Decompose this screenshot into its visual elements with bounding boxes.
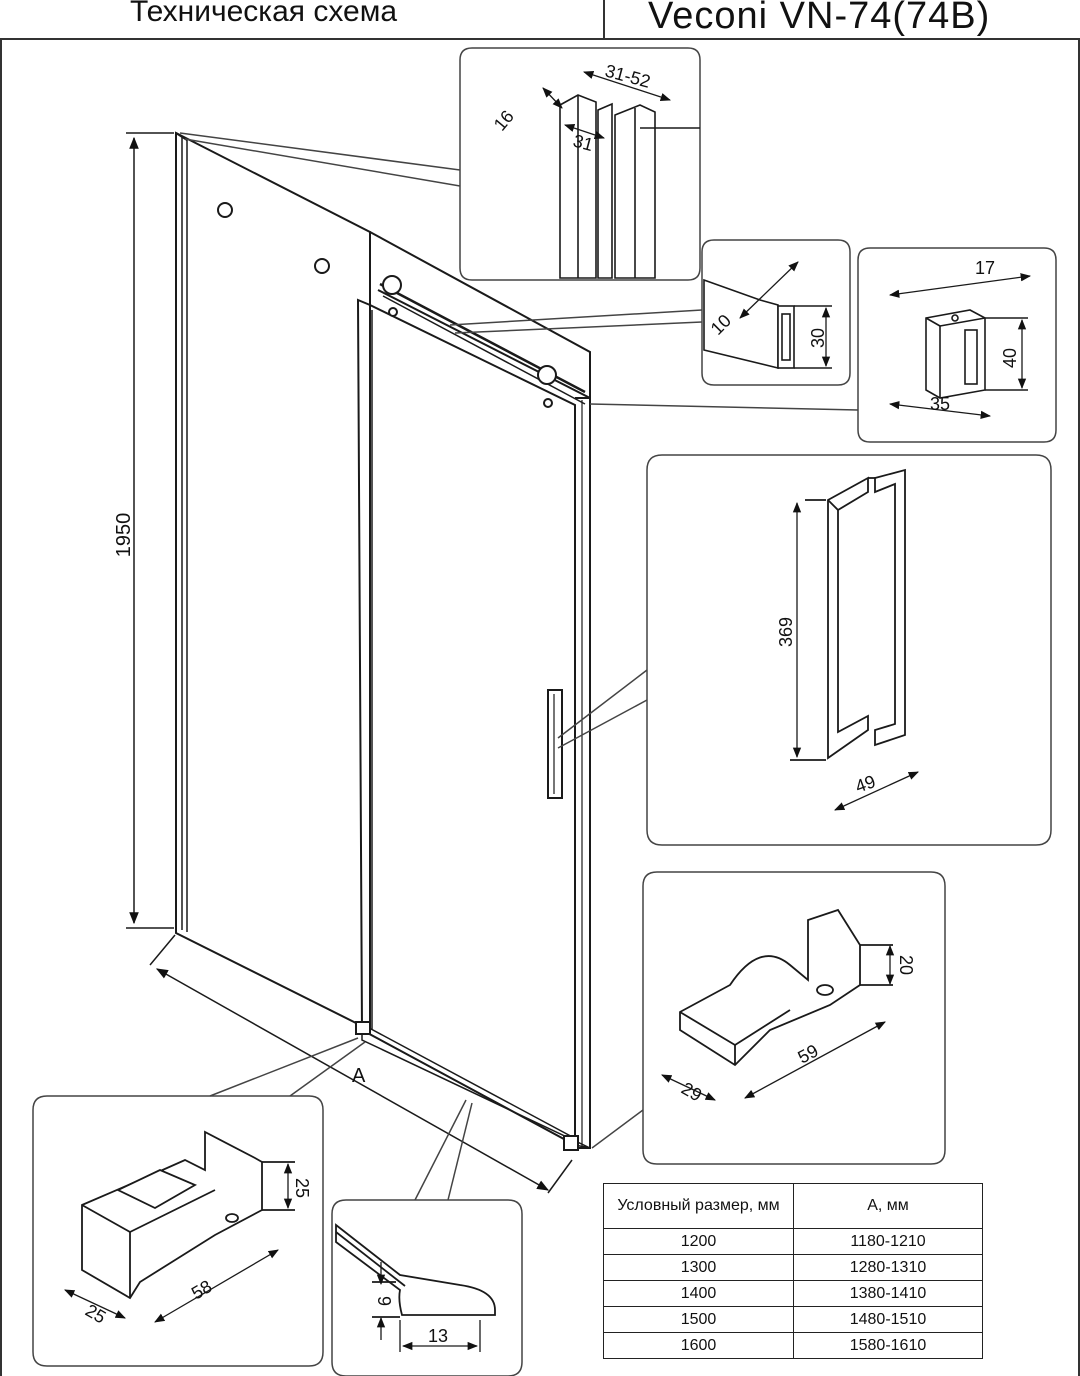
seal-width-label: 13 [428, 1326, 448, 1346]
table-row: 1200 1180-1210 [603, 1228, 983, 1255]
a-range-cell: 1280-1310 [793, 1254, 983, 1281]
bracket-drawing [925, 309, 1028, 399]
stopper-length-label: 58 [188, 1276, 215, 1303]
table-row: 1600 1580-1610 [603, 1332, 983, 1359]
shower-enclosure [175, 131, 591, 1151]
nominal-size-cell: 1200 [603, 1228, 794, 1255]
door-handle [547, 689, 563, 799]
model-name: Veconi VN-74(74B) [648, 0, 991, 37]
stopper-width-label: 25 [82, 1300, 109, 1327]
table-row: 1500 1480-1510 [603, 1306, 983, 1333]
handle-height-label: 369 [776, 617, 796, 647]
header: Техническая схема Veconi VN-74(74B) [0, 0, 1080, 40]
a-range-cell: 1580-1610 [793, 1332, 983, 1359]
callout-rail [449, 239, 851, 386]
table-row: 1400 1380-1410 [603, 1280, 983, 1307]
frame-border-left [0, 38, 2, 1376]
wall-profile [575, 397, 591, 1149]
header-divider [603, 0, 605, 40]
mounting-hole-2 [314, 258, 330, 274]
bracket-top-label: 17 [975, 258, 995, 278]
column-header-nominal-size: Условный размер, мм [603, 1183, 794, 1229]
roller-top-left [382, 275, 402, 295]
size-table-header: Условный размер, мм А, мм [603, 1183, 983, 1229]
profile-range-label: 31-52 [603, 61, 653, 92]
seal-height-label: 9 [374, 1296, 394, 1306]
bracket-height-label: 40 [1000, 348, 1020, 368]
column-header-a-size: А, мм [793, 1183, 983, 1229]
seal-drawing [335, 1223, 496, 1318]
rail-height-label: 30 [808, 328, 828, 348]
height-label: 1950 [113, 513, 135, 558]
width-label: A [352, 1065, 366, 1087]
callout-guide [591, 871, 946, 1165]
bottom-seal [361, 1028, 591, 1149]
profile-depth-label: 16 [490, 106, 518, 134]
header-rule [0, 38, 1080, 40]
frame-border-right [1078, 38, 1080, 1376]
callout-handle [557, 454, 1052, 846]
height-dimension [126, 132, 174, 929]
fixed-glass-panel [175, 131, 371, 1032]
stopper-height-label: 25 [292, 1178, 312, 1198]
a-range-cell: 1180-1210 [793, 1228, 983, 1255]
a-range-cell: 1480-1510 [793, 1306, 983, 1333]
nominal-size-cell: 1300 [603, 1254, 794, 1281]
table-row: 1300 1280-1310 [603, 1254, 983, 1281]
nominal-size-cell: 1500 [603, 1306, 794, 1333]
guide-drawing [679, 908, 893, 1067]
nominal-size-cell: 1600 [603, 1332, 794, 1359]
a-range-cell: 1380-1410 [793, 1280, 983, 1307]
callout-profile [179, 47, 701, 281]
callout-seal [331, 1099, 523, 1376]
roller-top-right [537, 365, 557, 385]
width-dimension [149, 934, 573, 1194]
nominal-size-cell: 1400 [603, 1280, 794, 1307]
page-title: Техническая схема [130, 0, 398, 28]
handle-drawing [790, 468, 906, 761]
handle-depth-label: 49 [853, 771, 879, 797]
stopper-drawing [81, 1130, 295, 1300]
sliding-door-panel [356, 298, 576, 1147]
guide-width-label: 29 [678, 1078, 705, 1105]
mounting-hole-1 [217, 202, 233, 218]
callout-bracket [589, 247, 1057, 443]
guide-length-label: 59 [794, 1040, 821, 1067]
size-table: Условный размер, мм А, мм 1200 1180-1210… [603, 1183, 983, 1359]
top-rail [369, 231, 591, 400]
profile-drawing [559, 94, 700, 279]
callout-stopper [32, 1037, 366, 1367]
bracket-width-label: 35 [930, 394, 950, 414]
guide-height-label: 20 [896, 955, 916, 975]
